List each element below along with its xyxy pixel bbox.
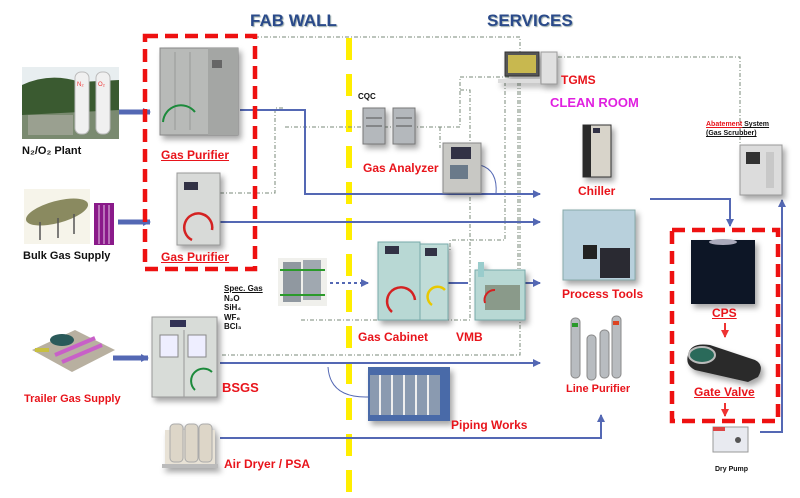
- tgms-label: TGMS: [561, 73, 596, 87]
- svg-text:N₂: N₂: [77, 82, 84, 88]
- spec-gas-item: N₂O: [224, 293, 240, 303]
- clean-room-header: CLEAN ROOM: [550, 95, 639, 110]
- services-header: SERVICES: [487, 11, 573, 30]
- trailer-gas-supply-label: Trailer Gas Supply: [24, 393, 121, 405]
- spec-gas-item: BCl₃: [224, 322, 242, 331]
- bsgs-image: [151, 316, 218, 398]
- bulk-gas-tank-image: [24, 189, 114, 245]
- abatement-label-suffix: System: [742, 121, 770, 128]
- exhaust-highlight-box: [669, 227, 781, 424]
- gas-analyzer-image: [442, 142, 482, 194]
- tgms-computer-image: [498, 51, 558, 85]
- line-purifier-label: Line Purifier: [566, 383, 631, 395]
- spec-gas-item: WF₆: [224, 312, 241, 322]
- gate-valve-label: Gate Valve: [694, 385, 755, 399]
- gas-scrubber-label: (Gas Scrubber): [706, 130, 757, 137]
- dry-pump-label: Dry Pump: [715, 466, 749, 473]
- chiller-image: [582, 124, 612, 178]
- gas-purifier-2-label: Gas Purifier: [161, 250, 230, 264]
- spec-gas-title: Spec. Gas: [224, 284, 263, 293]
- gas-purifier-1-image: [159, 47, 239, 136]
- svg-text:O₂: O₂: [98, 82, 106, 88]
- abatement-system-image: [739, 144, 783, 196]
- dry-pump-image: [712, 426, 749, 453]
- chiller-label: Chiller: [578, 184, 616, 198]
- cps-image: [691, 239, 755, 304]
- gas-cabinet-label: Gas Cabinet: [358, 330, 429, 344]
- piping-works-label: Piping Works: [451, 418, 528, 432]
- bsgs-label: BSGS: [222, 380, 259, 395]
- cqc-label: CQC: [358, 92, 376, 101]
- gas-cabinet-image: [377, 241, 449, 321]
- spec-gas-list: Spec. Gas N₂O SiH₄ WF₆ BCl₃: [224, 284, 263, 332]
- air-dryer-image: [162, 423, 218, 468]
- spec-gas-item: SiH₄: [224, 303, 242, 312]
- trailer-gas-supply-image: [32, 330, 115, 372]
- gas-purifier-1-label: Gas Purifier: [161, 148, 230, 162]
- abatement-label-prefix: Abatement: [706, 121, 743, 128]
- vmb-label: VMB: [456, 330, 483, 344]
- cylinder-bundle-image: [278, 258, 327, 306]
- n2o2-plant-label: N₂/O₂ Plant: [22, 145, 82, 157]
- flow-lines: [113, 108, 786, 439]
- abatement-system-label: Abatement System (Gas Scrubber): [706, 120, 769, 138]
- gas-purifier-2-image: [176, 172, 221, 246]
- process-tools-image: [562, 209, 636, 281]
- air-dryer-psa-label: Air Dryer / PSA: [224, 457, 311, 471]
- cqc-servers-image: [362, 107, 416, 145]
- gas-analyzer-label: Gas Analyzer: [363, 161, 439, 175]
- gate-valve-image: [687, 344, 761, 382]
- line-purifier-image: [570, 315, 622, 381]
- vmb-image: [474, 262, 526, 321]
- n2o2-plant-image: N₂ O₂: [22, 67, 119, 139]
- piping-works-image: [368, 367, 450, 421]
- gas-purifier-highlight-box: [142, 33, 258, 272]
- bulk-gas-supply-label: Bulk Gas Supply: [23, 250, 111, 262]
- process-tools-label: Process Tools: [562, 287, 644, 301]
- cps-label: CPS: [712, 306, 737, 320]
- fab-wall-header: FAB WALL: [250, 11, 337, 30]
